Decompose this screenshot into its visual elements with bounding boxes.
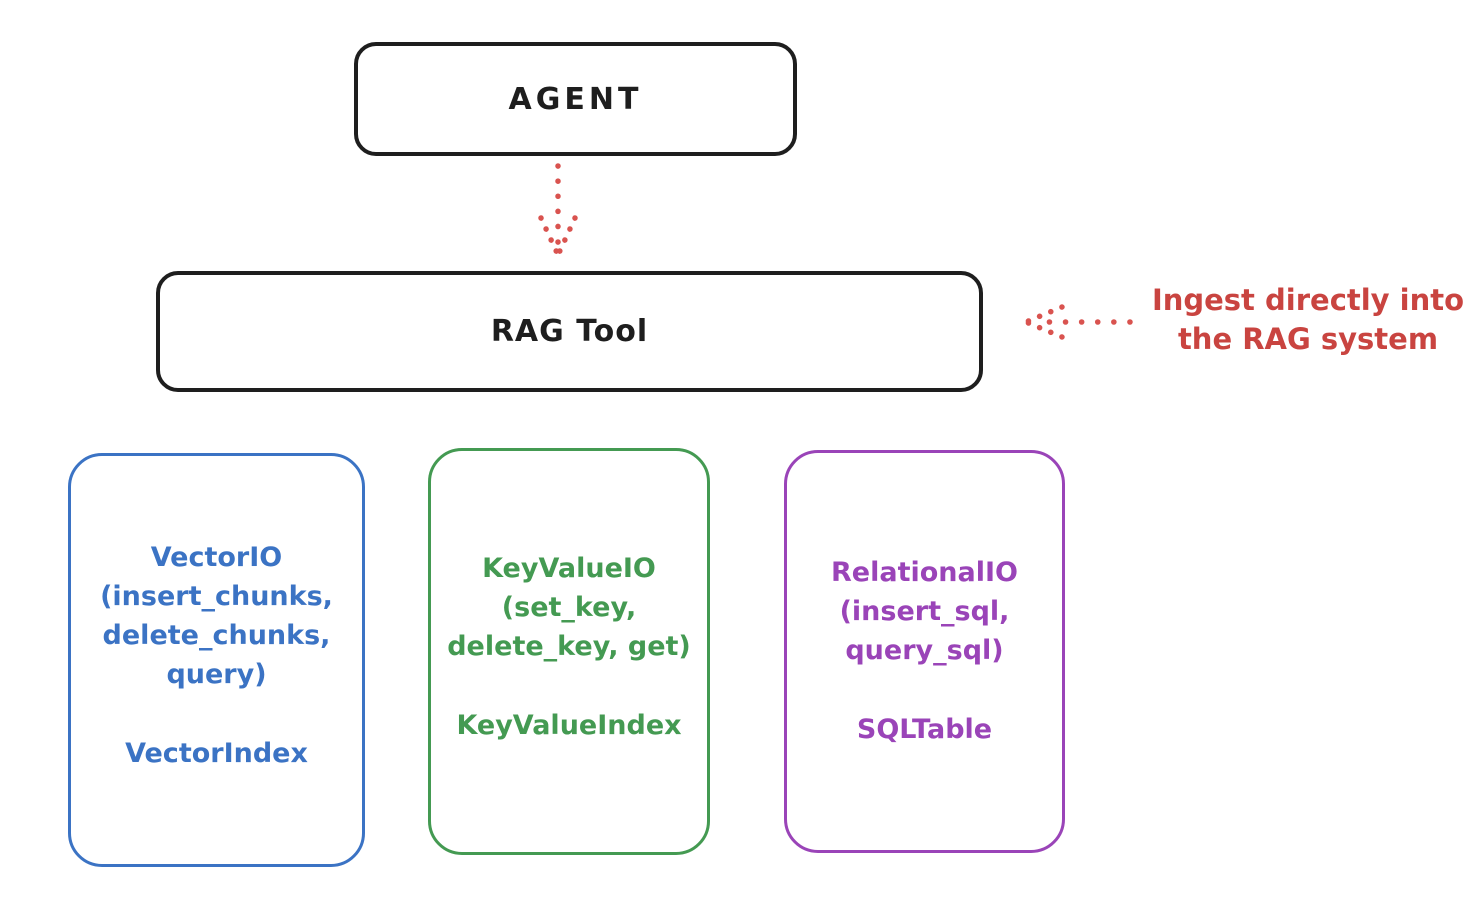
relational-io-node: RelationalIO (insert_sql, query_sql) SQL… (784, 450, 1065, 853)
vector-index-label: VectorIndex (125, 738, 308, 769)
keyvalue-io-node: KeyValueIO (set_key, delete_key, get) Ke… (428, 448, 710, 855)
rag-tool-node: RAG Tool (156, 271, 983, 392)
annotation-to-rag-arrow-icon (1023, 304, 1133, 340)
relational-io-methods: RelationalIO (insert_sql, query_sql) (831, 557, 1018, 666)
rag-tool-label: RAG Tool (490, 314, 649, 349)
ingest-annotation: Ingest directly into the RAG system (1151, 283, 1465, 356)
agent-node: AGENT (354, 42, 797, 156)
agent-label: AGENT (508, 81, 643, 117)
sql-table-label: SQLTable (856, 714, 993, 745)
vector-io-node: VectorIO (insert_chunks, delete_chunks, … (68, 453, 365, 867)
vector-io-methods: VectorIO (insert_chunks, delete_chunks, … (100, 542, 333, 690)
keyvalue-io-methods: KeyValueIO (set_key, delete_key, get) (447, 553, 691, 662)
keyvalue-index-label: KeyValueIndex (456, 710, 682, 741)
agent-to-rag-arrow-icon (538, 163, 578, 258)
